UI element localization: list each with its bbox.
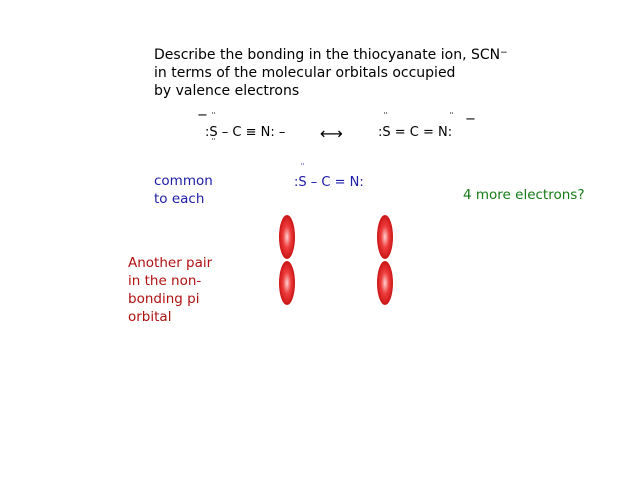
- right-resonance-structure: :S = C = N:: [378, 125, 453, 140]
- question-line-2: in terms of the molecular orbitals occup…: [154, 65, 456, 81]
- right-structure-charge: −: [465, 112, 476, 127]
- charge-superscript: −: [500, 48, 508, 58]
- left-sulfur-lone-pair-top: ¨: [211, 112, 216, 123]
- annotation-line-3: bonding pi: [128, 291, 200, 307]
- annotation-line-4: orbital: [128, 309, 172, 325]
- common-label-line-2: to each: [154, 191, 205, 207]
- left-p-orbital-upper-lobe: [279, 215, 295, 259]
- right-sulfur-lone-pair: ¨: [383, 112, 388, 123]
- common-structure: :S – C = N:: [294, 175, 364, 190]
- left-resonance-structure: :S – C ≡ N: –: [205, 125, 286, 140]
- annotation-line-2: in the non-: [128, 273, 202, 289]
- question-line-1: Describe the bonding in the thiocyanate …: [154, 47, 501, 63]
- common-label: common to each: [154, 172, 213, 208]
- left-sulfur-lone-pair-bottom: ¨: [211, 138, 216, 149]
- right-p-orbital-upper-lobe: [377, 215, 393, 259]
- question-text: Describe the bonding in the thiocyanate …: [154, 46, 508, 100]
- common-label-line-1: common: [154, 173, 213, 189]
- left-structure-charge: −: [197, 108, 208, 123]
- annotation-line-1: Another pair: [128, 255, 213, 271]
- common-sulfur-lone-pair: ¨: [300, 163, 305, 174]
- more-electrons-question: 4 more electrons?: [463, 187, 585, 203]
- resonance-arrow: ⟷: [320, 124, 343, 143]
- nonbonding-pi-annotation: Another pair in the non- bonding pi orbi…: [128, 254, 212, 326]
- right-nitrogen-lone-pair: ¨: [449, 112, 454, 123]
- question-line-3: by valence electrons: [154, 83, 300, 99]
- left-p-orbital-lower-lobe: [279, 261, 295, 305]
- right-p-orbital-lower-lobe: [377, 261, 393, 305]
